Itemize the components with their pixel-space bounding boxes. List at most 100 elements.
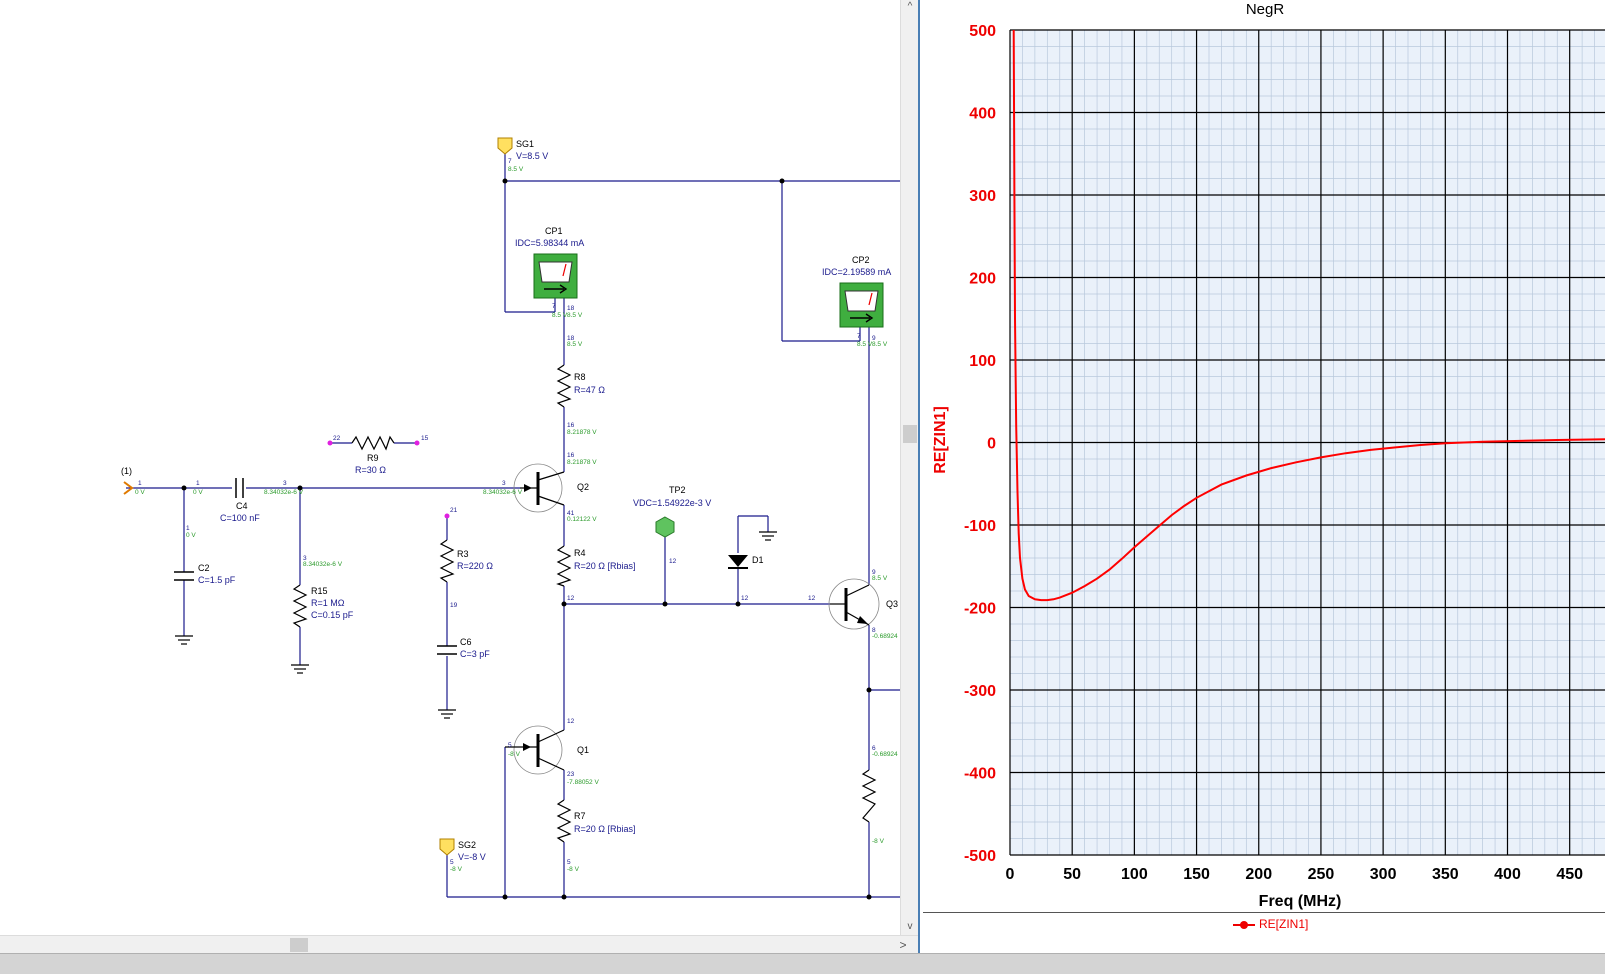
- q1-name: Q1: [577, 745, 589, 755]
- node-label: 5: [450, 859, 454, 866]
- junction-dots: [181, 178, 872, 900]
- voltage-label: 0 V: [135, 489, 145, 496]
- voltage-label: -0.68924: [872, 751, 898, 758]
- capacitor-c4[interactable]: [235, 478, 244, 498]
- node-label: 1: [138, 480, 142, 487]
- voltage-label: 8.5 V: [567, 312, 583, 319]
- x-tick-label: 300: [1370, 866, 1397, 883]
- node-label: 16: [567, 422, 575, 429]
- y-tick-label: 0: [987, 436, 996, 453]
- schematic-vertical-scrollbar[interactable]: ^ v: [900, 0, 918, 935]
- capacitor-c2[interactable]: [174, 571, 194, 581]
- horizontal-scroll-thumb[interactable]: [290, 938, 308, 952]
- vertical-scroll-thumb[interactable]: [903, 425, 917, 443]
- port-label: (1): [121, 466, 132, 476]
- voltage-label: 8.34032e-6 V: [264, 489, 304, 496]
- voltage-label: 0 V: [193, 489, 203, 496]
- voltage-label: 8.5 V: [872, 575, 888, 582]
- resistor-r3[interactable]: [439, 539, 455, 583]
- schematic-drawing[interactable]: (1) C4 C=100 nF C2 C=1.5 pF R15 R=1 MΩ C…: [0, 0, 900, 935]
- x-tick-label: 200: [1245, 866, 1272, 883]
- x-tick-label: 50: [1063, 866, 1081, 883]
- cp2-name: CP2: [852, 255, 870, 265]
- voltage-label: -8 V: [872, 838, 885, 845]
- resistor-r8[interactable]: [556, 364, 572, 408]
- capacitor-c6[interactable]: [437, 645, 457, 655]
- major-grid: [1009, 29, 1605, 856]
- sg2-source-icon[interactable]: [439, 838, 455, 856]
- chart-title: NegR: [1246, 1, 1285, 18]
- cp1-value: IDC=5.98344 mA: [515, 238, 584, 248]
- legend-marker-icon: [1240, 921, 1248, 929]
- node-label: 18: [567, 335, 575, 342]
- current-probe-cp2[interactable]: [839, 282, 884, 328]
- schematic-horizontal-scrollbar[interactable]: >: [0, 935, 918, 954]
- legend: RE[ZIN1]: [923, 912, 1605, 941]
- diode-d1[interactable]: [728, 555, 748, 569]
- node-label: 22: [333, 435, 341, 442]
- x-tick-label: 100: [1121, 866, 1148, 883]
- node-label: 8: [872, 627, 876, 634]
- voltage-label: 0.12122 V: [567, 516, 597, 523]
- transistor-q2[interactable]: [513, 463, 565, 513]
- series-re-zin1: [1012, 29, 1605, 602]
- node-label: 6: [872, 745, 876, 752]
- resistor-r7[interactable]: [556, 799, 572, 843]
- node-label: 12: [808, 595, 816, 602]
- r4-name: R4: [574, 548, 586, 558]
- y-tick-label: -100: [964, 518, 996, 535]
- test-point-tp2[interactable]: [655, 516, 675, 538]
- voltage-label: -8 V: [450, 866, 463, 873]
- scroll-down-arrow-icon[interactable]: v: [907, 921, 913, 932]
- resistor-r15[interactable]: [292, 584, 308, 628]
- schematic-canvas[interactable]: (1) C4 C=100 nF C2 C=1.5 pF R15 R=1 MΩ C…: [0, 0, 918, 960]
- node-label: 12: [567, 595, 575, 602]
- node-label: 5: [508, 742, 512, 749]
- r7-value: R=20 Ω [Rbias]: [574, 824, 636, 834]
- node-label: 23: [567, 771, 575, 778]
- node-label: 1: [186, 525, 190, 532]
- r8-value: R=47 Ω: [574, 385, 605, 395]
- y-tick-label: 100: [969, 353, 996, 370]
- r3-name: R3: [457, 549, 469, 559]
- y-tick-label: -300: [964, 683, 996, 700]
- q3-name: Q3: [886, 599, 898, 609]
- r15-name: R15: [311, 586, 328, 596]
- scroll-up-arrow-icon[interactable]: ^: [907, 1, 913, 12]
- voltage-label: 8.5 V: [567, 341, 583, 348]
- sg2-name: SG2: [458, 840, 476, 850]
- sg1-source-icon[interactable]: [497, 137, 513, 155]
- y-tick-label: 400: [969, 106, 996, 123]
- r9-name: R9: [367, 453, 379, 463]
- transistor-q1[interactable]: [505, 725, 565, 775]
- status-bar: [0, 953, 1605, 974]
- current-probe-cp1[interactable]: [533, 253, 578, 299]
- r9-pin-15: [414, 440, 420, 446]
- transistor-q3[interactable]: [828, 578, 880, 630]
- c2-value: C=1.5 pF: [198, 575, 236, 585]
- port-1-symbol[interactable]: [123, 481, 134, 495]
- voltage-label: 8.5 V: [552, 312, 568, 319]
- sg1-value: V=8.5 V: [516, 151, 548, 161]
- resistor-r4[interactable]: [556, 545, 572, 587]
- cp2-value: IDC=2.19589 mA: [822, 267, 891, 277]
- node-label: 7: [508, 158, 512, 165]
- resistor-r5[interactable]: [861, 769, 877, 823]
- resistor-r9[interactable]: [351, 435, 395, 451]
- voltage-label: 8.21878 V: [567, 459, 597, 466]
- voltage-label: -8 V: [567, 866, 580, 873]
- y-tick-label: -400: [964, 766, 996, 783]
- c2-name: C2: [198, 563, 210, 573]
- x-tick-label: 400: [1494, 866, 1521, 883]
- voltage-label: 8.21878 V: [567, 429, 597, 436]
- r4-value: R=20 Ω [Rbias]: [574, 561, 636, 571]
- tp2-name: TP2: [669, 485, 686, 495]
- voltage-label: 8.5 V: [872, 341, 888, 348]
- r15-value-c: C=0.15 pF: [311, 610, 354, 620]
- c4-name: C4: [236, 501, 248, 511]
- scroll-right-arrow-icon[interactable]: >: [899, 938, 907, 952]
- node-label: 7: [857, 333, 861, 340]
